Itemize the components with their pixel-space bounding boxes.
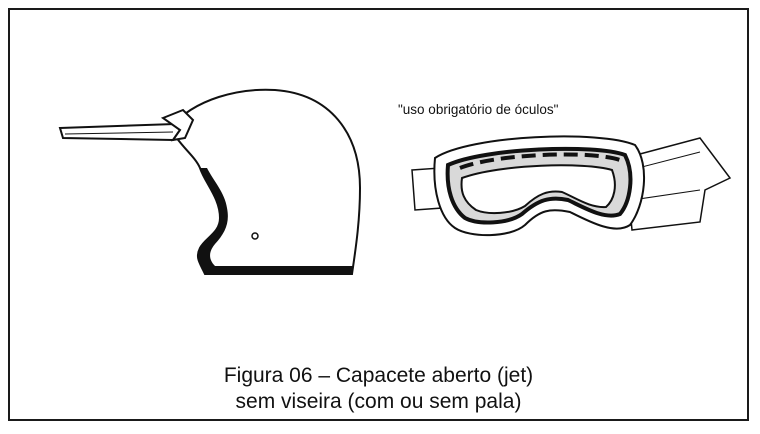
open-face-helmet-icon — [58, 88, 362, 275]
goggles-icon — [411, 135, 732, 237]
caption-line-2: sem viseira (com ou sem pala) — [235, 390, 522, 413]
caption-line-1: Figura 06 – Capacete aberto (jet) — [223, 364, 534, 387]
figure-caption: Figura 06 – Capacete aberto (jet) sem vi… — [8, 363, 749, 415]
goggles-note: "uso obrigatório de óculos" — [398, 102, 559, 117]
